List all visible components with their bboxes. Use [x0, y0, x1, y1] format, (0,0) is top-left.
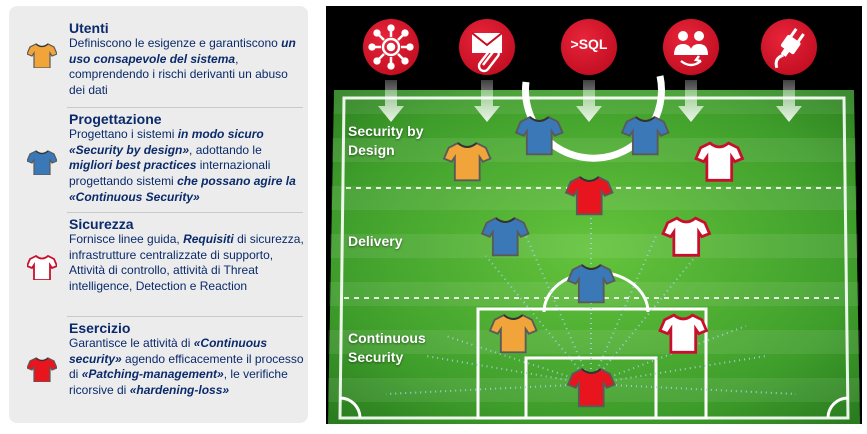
passing-lines	[385, 216, 797, 395]
legend-divider	[67, 107, 303, 108]
player-utente	[488, 313, 538, 354]
legend-divider	[67, 212, 303, 213]
passing-line	[590, 235, 657, 385]
legend-description: Definiscono le esigenze e garantiscono u…	[69, 36, 307, 99]
description-text: agendo efficacemente il processo di	[69, 351, 304, 382]
threat-arrow	[474, 80, 500, 122]
description-text: di sicurezza, infrastrutture centralizza…	[69, 232, 304, 294]
emphasis-text: «Patching-management»	[81, 367, 224, 382]
player-sicurezza	[661, 216, 712, 257]
legend-description: Progettano i sistemi in modo sicuro «Sec…	[69, 127, 307, 206]
player-progettazione	[514, 115, 564, 156]
emphasis-text: un uso consapevole del sistema	[69, 36, 296, 66]
sql-injection-icon: >SQL	[561, 19, 617, 75]
player-progettazione	[480, 216, 530, 257]
description-text: , comprendendo i rischi derivanti un abu…	[69, 51, 288, 98]
players	[442, 115, 745, 408]
sql-label: >SQL	[570, 36, 608, 52]
player-esercizio	[564, 175, 614, 216]
legend-title: Utenti	[69, 20, 109, 36]
emphasis-text: che possano agire la «Continuous Securit…	[69, 174, 296, 204]
legend-shirt-shape	[27, 43, 57, 68]
description-text: internazionali progettando sistemi	[69, 158, 271, 189]
orange-shirt-icon	[27, 43, 57, 68]
legend-shirt-shape	[27, 254, 57, 280]
description-text: Progettano i sistemi	[69, 127, 178, 141]
corner-arc	[826, 396, 849, 419]
legend-description: Fornisce linee guida, Requisiti di sicur…	[69, 232, 307, 295]
legend-shirt-shape	[27, 357, 57, 382]
blue-shirt-icon	[27, 150, 57, 175]
pitch-boundary	[338, 96, 850, 420]
corner-arc	[339, 396, 362, 419]
threat-arrows	[378, 80, 802, 122]
threat-arrow	[776, 80, 802, 122]
legend-description: Garantisce le attività di «Continuous se…	[69, 336, 307, 399]
emphasis-text: in modo sicuro «Security by design»	[69, 127, 264, 157]
player-progettazione	[620, 115, 670, 156]
player-sicurezza	[658, 313, 709, 354]
passing-line	[445, 335, 592, 385]
player-sicurezza	[694, 141, 745, 182]
zone-label-continuous-security: Continuous Security	[348, 330, 426, 365]
football-pitch-diagram: Security by Design Delivery Continuous S…	[326, 6, 862, 424]
defence-ring	[522, 75, 665, 162]
description-text: Fornisce linee guida,	[69, 232, 184, 246]
threat-arrow	[576, 80, 602, 122]
pitch-field	[328, 75, 860, 424]
white-shirt-icon	[27, 254, 57, 280]
red-shirt-icon	[27, 357, 57, 382]
emphasis-text: «Continuous security»	[69, 336, 268, 366]
virus-icon	[363, 19, 419, 75]
mail-attachment-icon	[459, 19, 515, 75]
emphasis-text: «hardening-loss»	[129, 383, 230, 398]
emphasis-text: Requisiti	[183, 232, 234, 246]
player-progettazione	[566, 263, 616, 304]
player-utente	[442, 141, 492, 182]
threat-arrow	[378, 80, 404, 122]
legend-title: Sicurezza	[69, 216, 134, 232]
description-text: , adottando le	[189, 142, 262, 157]
emphasis-text: migliori best practices	[69, 158, 197, 173]
zone-label-security-by-design: Security by Design	[348, 123, 424, 158]
passing-line	[525, 235, 592, 385]
legend-title: Esercizio	[69, 320, 131, 336]
legend-shirt-shape	[27, 150, 57, 175]
legend-divider	[67, 316, 303, 317]
description-text: Definiscono le esigenze e garantiscono	[69, 36, 282, 50]
player-esercizio	[566, 367, 616, 408]
threat-arrow	[678, 80, 704, 122]
roles-legend: Utenti Definiscono le esigenze e garanti…	[9, 6, 308, 423]
zone-label-delivery: Delivery	[348, 233, 403, 249]
legend-title: Progettazione	[69, 111, 162, 127]
description-text: , le verifiche ricorsive di	[69, 367, 288, 398]
description-text: Garantisce le attività di	[69, 336, 194, 350]
social-engineering-icon	[663, 19, 719, 75]
plug-icon	[761, 19, 817, 75]
